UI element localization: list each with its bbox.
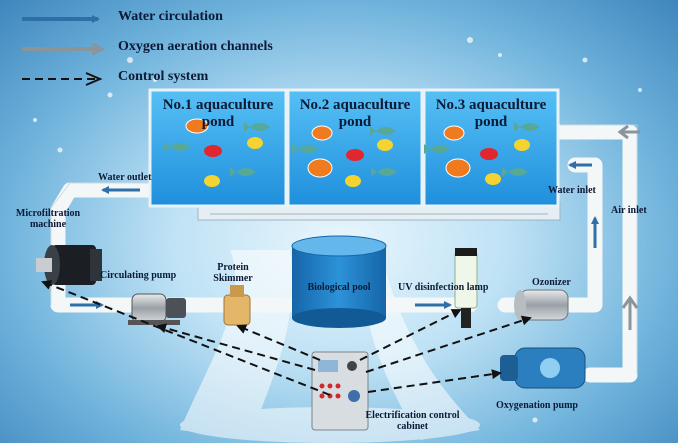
pond-3-title: No.3 aquaculture pond <box>424 97 558 131</box>
control-lines <box>41 280 532 396</box>
air-inlet-label: Air inlet <box>611 205 647 216</box>
pond-1-title: No.1 aquaculture pond <box>150 97 286 131</box>
legend-oxygen-label: Oxygen aeration channels <box>118 39 273 54</box>
microfiltration-label-line2: machine <box>29 219 67 230</box>
microfiltration-machine <box>36 245 102 285</box>
protein-skimmer-label: Protein Skimmer <box>203 262 263 284</box>
uv-lamp-label: UV disinfection lamp <box>398 282 489 293</box>
pond-3-title-line2: pond <box>474 114 508 130</box>
legend-control-label: Control system <box>118 69 209 84</box>
protein-skimmer-label-line2: Skimmer <box>213 273 253 284</box>
control-cabinet-label-line2: cabinet <box>396 421 429 432</box>
pond-2-title-line2: pond <box>338 114 372 130</box>
air-arrow-lower <box>621 295 639 330</box>
microfiltration-label-line1: Microfiltration <box>15 208 81 219</box>
control-line-oxygen <box>367 369 502 393</box>
control-line-skimmer <box>236 324 321 361</box>
biological-pool-label: Biological pool <box>307 282 371 293</box>
fish-decoration <box>164 118 540 187</box>
air-arrow-top <box>617 124 640 140</box>
water-inlet-label: Water inlet <box>548 185 596 196</box>
water-outlet-label: Water outlet <box>98 172 152 183</box>
control-cabinet-label: Electrification control cabinet <box>355 410 470 432</box>
pond-1-title-line1: No.1 aquaculture <box>162 97 274 113</box>
control-cabinet-label-line1: Electrification control <box>365 410 460 421</box>
protein-skimmer-label-line1: Protein <box>217 262 249 273</box>
uv-disinfection-lamp <box>454 248 478 328</box>
pond-2-title: No.2 aquaculture pond <box>288 97 422 131</box>
pond-3-title-line1: No.3 aquaculture <box>435 97 547 113</box>
microfiltration-label: Microfiltration machine <box>8 208 88 230</box>
oxygenation-pump <box>500 347 586 389</box>
control-line-uv <box>359 309 462 361</box>
control-line-pump <box>156 323 316 371</box>
oxygenation-pump-label: Oxygenation pump <box>496 400 578 411</box>
biological-pool <box>291 235 387 328</box>
circulating-pump-label: Circulating pump <box>100 270 177 281</box>
pond-2-title-line1: No.2 aquaculture <box>299 97 411 113</box>
air-flow-arrows <box>617 124 640 330</box>
circulating-pump <box>128 293 186 325</box>
ozonizer-label: Ozonizer <box>532 277 571 288</box>
ozonizer <box>514 289 569 321</box>
control-line-ozonizer <box>365 315 532 373</box>
legend <box>22 15 106 86</box>
water-droplets <box>33 37 642 423</box>
water-flow-arrows <box>70 161 599 309</box>
pond-1-title-line2: pond <box>201 114 235 130</box>
legend-water-label: Water circulation <box>118 9 223 24</box>
